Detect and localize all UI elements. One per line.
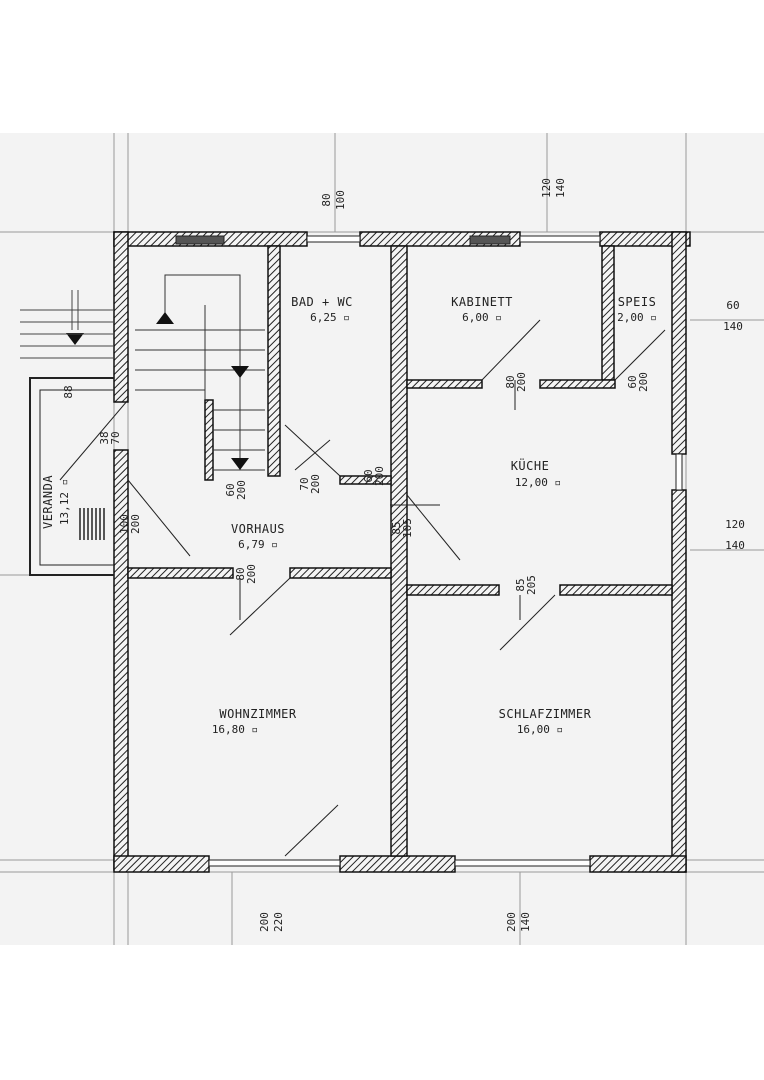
interior-walls — [127, 245, 673, 857]
room-name-bad-wc: BAD + WC — [291, 295, 353, 309]
dim-bottom-left-2: 220 — [272, 912, 285, 932]
dim-top-left-2: 100 — [334, 190, 347, 210]
dim-top-left-1: 80 — [320, 193, 333, 206]
dim-door-kabinett-1: 80 — [504, 375, 517, 388]
dim-bottom-left-1: 200 — [258, 912, 271, 932]
stair-arrows — [66, 312, 249, 470]
dim-door-bad-wc-2: 200 — [373, 466, 386, 486]
room-name-speis: SPEIS — [618, 295, 657, 309]
room-name-kabinett: KABINETT — [451, 295, 513, 309]
entrance-steps — [79, 508, 105, 540]
door-swings — [59, 319, 666, 857]
room-area-kabinett: 6,00 ▫ — [462, 311, 502, 324]
dim-right-upper-2: 140 — [723, 320, 743, 333]
room-area-vorhaus: 6,79 ▫ — [238, 538, 278, 551]
room-area-kuche: 12,00 ▫ — [515, 476, 561, 489]
dim-door-veranda-2: 200 — [129, 514, 142, 534]
dim-door-bad-2: 200 — [309, 474, 322, 494]
dim-door-stair-c: 88 — [62, 385, 75, 398]
room-area-bad-wc: 6,25 ▫ — [310, 311, 350, 324]
room-area-speis: 2,00 ▫ — [617, 311, 657, 324]
dim-door-stair2-2: 200 — [235, 480, 248, 500]
dim-top-right-2: 140 — [554, 178, 567, 198]
dim-door-stair2-1: 60 — [224, 483, 237, 496]
room-area-veranda: 13,12 ▫ — [58, 479, 71, 525]
dim-door-veranda-1: 100 — [118, 514, 131, 534]
dim-right-lower-1: 120 — [725, 518, 745, 531]
room-name-wohnzimmer: WOHNZIMMER — [219, 707, 297, 721]
dim-bottom-right-2: 140 — [519, 912, 532, 932]
room-name-schlafzimmer: SCHLAFZIMMER — [499, 707, 592, 721]
dim-right-lower-2: 140 — [725, 539, 745, 552]
dim-door-vorhaus-b: 105 — [401, 518, 414, 538]
exterior-walls — [113, 231, 691, 873]
room-name-kuche: KÜCHE — [511, 457, 550, 473]
dim-top-right-1: 120 — [540, 178, 553, 198]
dim-bottom-right-1: 200 — [505, 912, 518, 932]
dim-door-speis-1: 60 — [626, 375, 639, 388]
room-name-vorhaus: VORHAUS — [231, 522, 285, 536]
dim-door-bad-wc-1: 60 — [362, 469, 375, 482]
dim-door-wohnzimmer-1: 80 — [234, 567, 247, 580]
outdoor-stairs — [20, 290, 114, 359]
veranda-outline — [29, 377, 114, 576]
dim-door-bad-1: 70 — [298, 477, 311, 490]
dim-door-vorhaus-a: 85 — [390, 521, 403, 534]
dim-door-schlafzimmer-2: 205 — [525, 575, 538, 595]
dim-door-wohnzimmer-2: 200 — [245, 564, 258, 584]
dim-door-speis-2: 200 — [637, 372, 650, 392]
dim-door-stair-a: 38 — [98, 431, 111, 444]
dim-door-schlafzimmer-1: 85 — [514, 578, 527, 591]
room-area-schlafzimmer: 16,00 ▫ — [517, 723, 563, 736]
room-name-veranda: VERANDA — [41, 475, 55, 529]
dim-right-upper-1: 60 — [726, 299, 739, 312]
dim-door-kabinett-2: 200 — [515, 372, 528, 392]
dim-door-stair-b: 70 — [109, 431, 122, 444]
room-area-wohnzimmer: 16,80 ▫ — [212, 723, 258, 736]
windows — [175, 235, 683, 867]
